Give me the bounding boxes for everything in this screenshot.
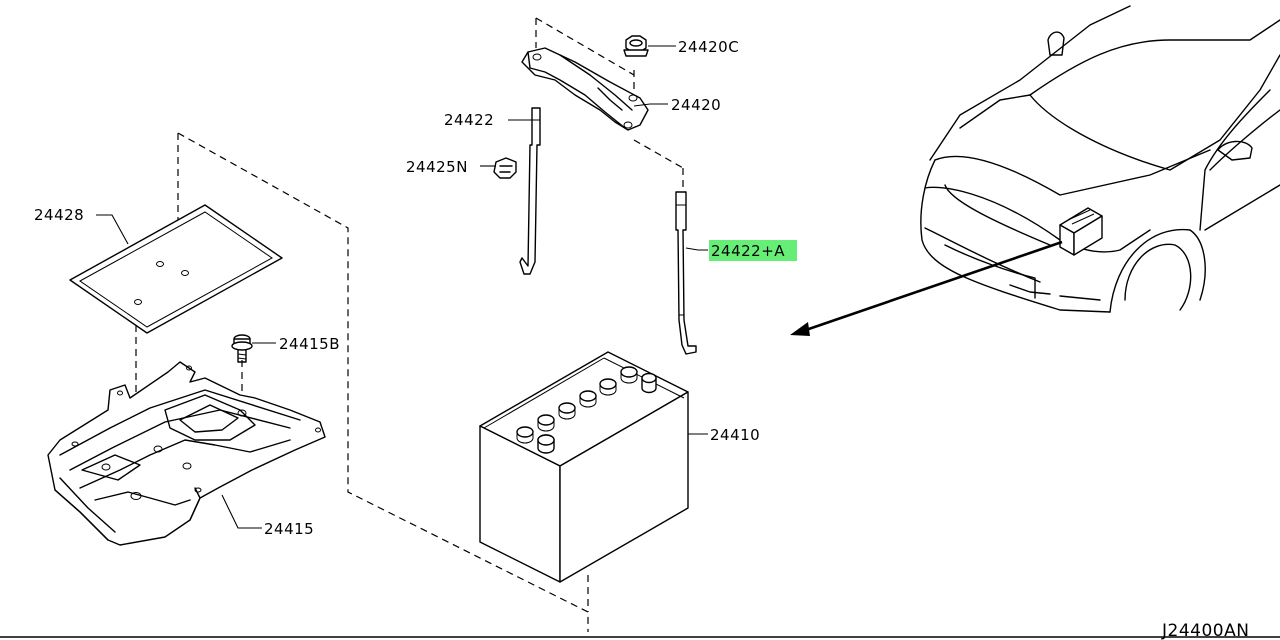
label-24415b[interactable]: 24415B [279, 335, 340, 353]
label-24425n[interactable]: 24425N [406, 158, 468, 176]
label-24420c[interactable]: 24420C [678, 38, 739, 56]
bracket-nut[interactable] [623, 35, 649, 57]
battery[interactable] [479, 351, 689, 583]
battery-rod-right[interactable] [675, 191, 697, 355]
tray-bolt[interactable] [231, 334, 253, 363]
label-24415[interactable]: 24415 [264, 520, 314, 538]
label-24428[interactable]: 24428 [34, 206, 84, 224]
label-24422-a[interactable]: 24422+A [711, 242, 785, 260]
location-arrow [790, 240, 1063, 336]
battery-tray-pad[interactable] [69, 204, 283, 334]
battery-tray[interactable] [47, 361, 326, 546]
vehicle-battery-location [1059, 207, 1103, 256]
label-highlight [709, 240, 797, 261]
battery-frame-bracket[interactable] [521, 17, 684, 192]
leader-lines [96, 45, 708, 529]
battery-rod-left[interactable] [519, 107, 541, 275]
label-24420[interactable]: 24420 [671, 96, 721, 114]
part-labels: 24420C 24420 24422 24425N 24422+A 24428 … [34, 38, 797, 538]
vehicle-outline [920, 5, 1280, 313]
rod-clip[interactable] [493, 157, 517, 179]
label-24410[interactable]: 24410 [710, 426, 760, 444]
diagram-code: J24400AN [1161, 621, 1249, 640]
label-24422[interactable]: 24422 [444, 111, 494, 129]
